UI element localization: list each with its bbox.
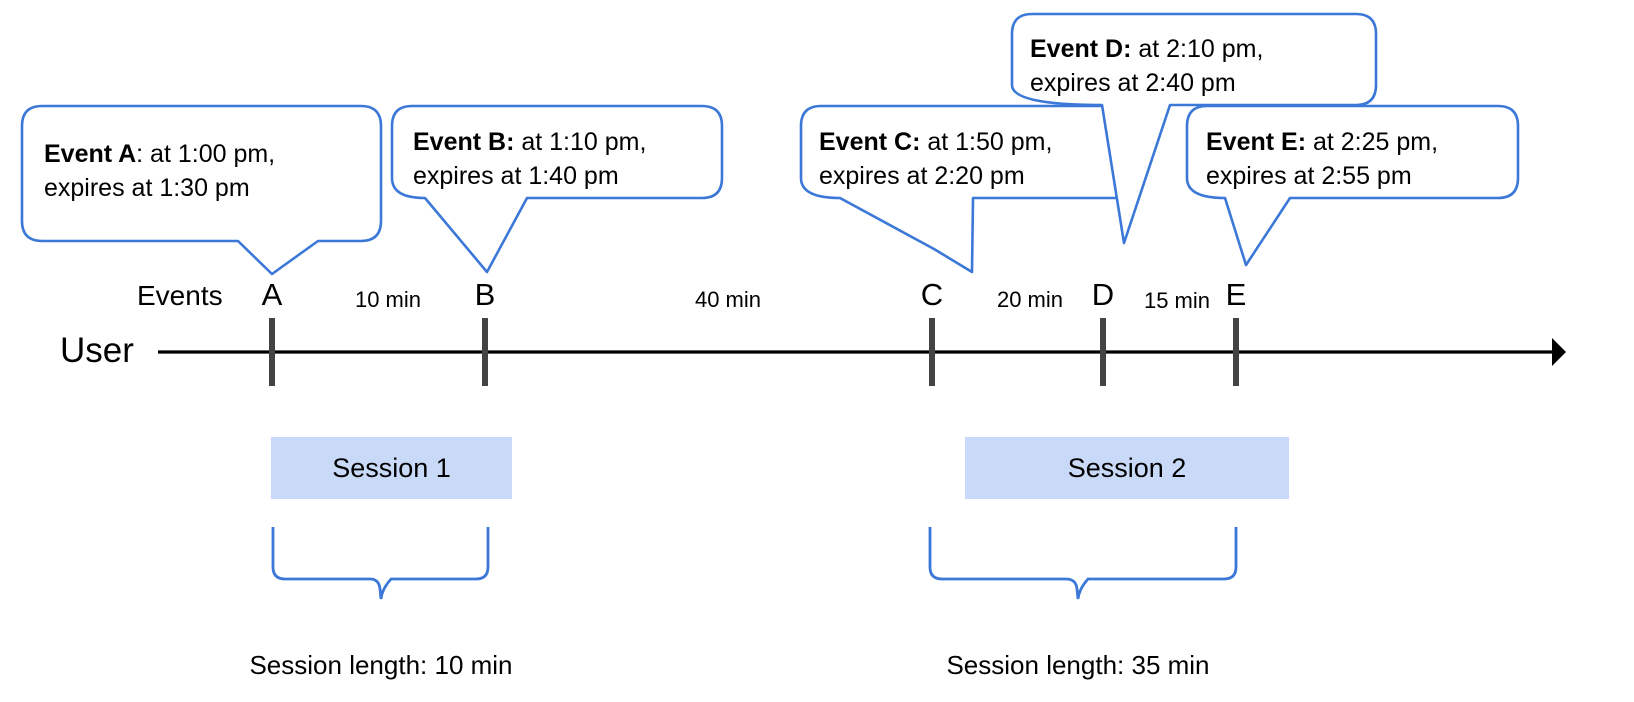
callout-bubble-e: [1185, 104, 1520, 267]
gap-label-b-c: 40 min: [694, 287, 762, 312]
callout-bubble-d: [1010, 12, 1378, 245]
callout-text-e: Event E: at 2:25 pm, expires at 2:55 pm: [1206, 125, 1438, 193]
callout-a-rest: : at 1:00 pm,: [136, 140, 276, 168]
callout-b-line2: expires at 1:40 pm: [413, 162, 619, 190]
callout-b-bold: Event B:: [413, 128, 515, 156]
callout-a-line2: expires at 1:30 pm: [44, 174, 250, 202]
callout-c-rest: at 1:50 pm,: [920, 128, 1053, 156]
session-bar-2: Session 2: [965, 437, 1289, 499]
callout-text-d: Event D: at 2:10 pm, expires at 2:40 pm: [1030, 32, 1263, 100]
timeline-arrow-head: [1552, 338, 1566, 366]
callout-bubble-b: [390, 104, 724, 274]
gap-label-a-b: 10 min: [354, 287, 422, 312]
session-length-label-1: Session length: 10 min: [249, 650, 513, 680]
callout-bubble-a: [20, 104, 383, 276]
event-letter-e: E: [1225, 277, 1247, 312]
session-brace-2: [928, 527, 1238, 600]
event-letter-a: A: [261, 277, 283, 312]
session-bar-1: Session 1: [271, 437, 512, 499]
callout-c-line2: expires at 2:20 pm: [819, 162, 1025, 190]
callout-e-bold: Event E:: [1206, 128, 1307, 156]
session-brace-1: [271, 527, 490, 600]
event-letter-d: D: [1091, 277, 1115, 312]
gap-label-d-e: 15 min: [1143, 288, 1211, 313]
timeline-axis: [158, 338, 1566, 366]
session-bar-2-label: Session 2: [1067, 452, 1187, 483]
event-letter-b: B: [474, 277, 496, 312]
events-row-label: Events: [137, 280, 223, 311]
callout-c-bold: Event C:: [819, 128, 921, 156]
callout-text-a: Event A: at 1:00 pm, expires at 1:30 pm: [44, 137, 275, 205]
callout-d-rest: at 2:10 pm,: [1131, 35, 1264, 63]
callout-a-bold: Event A: [44, 140, 137, 168]
callout-e-rest: at 2:25 pm,: [1306, 128, 1439, 156]
callout-d-line2: expires at 2:40 pm: [1030, 69, 1236, 97]
session-length-label-2: Session length: 35 min: [946, 650, 1210, 680]
user-row-label: User: [60, 331, 134, 370]
callout-b-rest: at 1:10 pm,: [514, 128, 647, 156]
callout-text-b: Event B: at 1:10 pm, expires at 1:40 pm: [413, 125, 646, 193]
event-ticks: [269, 318, 1239, 386]
session-bar-1-label: Session 1: [332, 452, 451, 483]
event-letter-c: C: [920, 277, 944, 312]
gap-label-c-d: 20 min: [996, 287, 1064, 312]
callout-text-c: Event C: at 1:50 pm, expires at 2:20 pm: [819, 125, 1052, 193]
callout-d-bold: Event D:: [1030, 35, 1132, 63]
callout-e-line2: expires at 2:55 pm: [1206, 162, 1412, 190]
